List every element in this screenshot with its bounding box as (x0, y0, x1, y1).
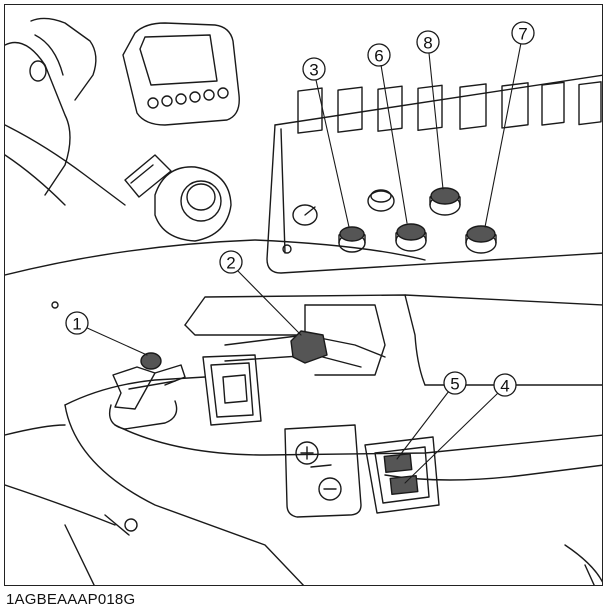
control-panel-drawing: 1 2 3 4 5 6 7 (5, 17, 602, 585)
switch-panel (266, 74, 602, 274)
knob-6 (395, 223, 427, 252)
lever-2 (224, 330, 386, 368)
steering-column (5, 17, 126, 206)
plus-minus-panel (284, 424, 362, 518)
callout-3: 3 (302, 57, 326, 81)
knob-3 (338, 226, 366, 253)
callout-8: 8 (416, 30, 440, 54)
callout-4-label: 4 (500, 377, 509, 396)
callout-6-label: 6 (374, 47, 383, 66)
callout-2: 2 (219, 250, 243, 274)
callout-3-label: 3 (309, 61, 318, 80)
figure-frame: 1 2 3 4 5 6 7 (4, 4, 603, 586)
round-knob (124, 154, 232, 242)
instrument-display (122, 22, 240, 126)
console-switch (202, 354, 262, 426)
dual-switch-unit (364, 436, 440, 514)
callouts: 1 2 3 4 5 6 7 (65, 21, 535, 397)
callout-8-label: 8 (423, 34, 432, 53)
callout-1: 1 (65, 311, 89, 335)
lever-1 (51, 301, 186, 430)
callout-7-label: 7 (518, 25, 527, 44)
callout-6: 6 (367, 43, 391, 67)
leader-lines (84, 42, 522, 484)
knob-8 (429, 187, 461, 216)
figure-code: 1AGBEAAAP018G (6, 591, 136, 608)
callout-7: 7 (511, 21, 535, 45)
callout-2-label: 2 (226, 254, 235, 273)
console-body (5, 239, 602, 585)
callout-4: 4 (493, 373, 517, 397)
knob-7 (465, 225, 497, 254)
callout-5: 5 (443, 371, 467, 395)
callout-1-label: 1 (72, 315, 81, 334)
callout-5-label: 5 (450, 375, 459, 394)
